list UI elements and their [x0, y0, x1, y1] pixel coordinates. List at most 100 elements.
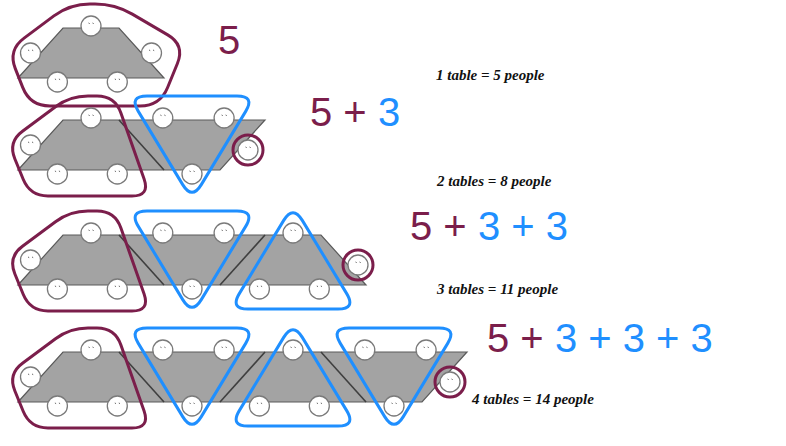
person-seat [21, 43, 41, 63]
person-eyes [222, 347, 227, 349]
person-eyes [28, 257, 33, 259]
person-eyes [55, 171, 60, 173]
person-eyes [28, 142, 33, 144]
equation-row: 5 +3 + 3 + 3 [487, 316, 713, 360]
equation-part: 3 [378, 90, 400, 134]
group-outline [13, 4, 180, 106]
person-seat [309, 279, 329, 299]
group-outline [135, 328, 249, 424]
person-seat [47, 279, 67, 299]
person-eyes [55, 79, 60, 81]
person-seat [283, 223, 303, 243]
person-seat [249, 396, 269, 416]
person-eyes [55, 403, 60, 405]
person-eyes [222, 115, 227, 117]
person-eyes [392, 403, 397, 405]
person-seat [142, 43, 162, 63]
person-seat [214, 340, 234, 360]
group-outline [435, 367, 465, 397]
person-eyes [89, 23, 94, 25]
person-eyes [89, 115, 94, 117]
equation-part: 5 + [410, 204, 467, 248]
equation-row: 5 +3 + 3 [410, 204, 568, 248]
person-eyes [160, 230, 165, 232]
group-outline [13, 211, 146, 311]
person-seat [153, 223, 173, 243]
person-eyes [160, 115, 165, 117]
person-seat [21, 135, 41, 155]
person-eyes [190, 286, 195, 288]
equation-row: 5 +3 [310, 90, 400, 134]
equation-part: 5 + [487, 316, 544, 360]
person-seat [348, 255, 368, 275]
group-outline [233, 135, 263, 165]
person-eyes [89, 230, 94, 232]
table-top [18, 352, 467, 402]
person-eyes [160, 347, 165, 349]
person-eyes [257, 403, 262, 405]
person-seat [182, 279, 202, 299]
group-outline [13, 328, 146, 428]
person-seat [47, 396, 67, 416]
group-outline [135, 96, 249, 192]
note-text: 3 tables = 11 people [437, 280, 558, 298]
person-eyes [190, 403, 195, 405]
person-seat [182, 164, 202, 184]
person-seat [21, 367, 41, 387]
person-seat [81, 16, 101, 36]
person-eyes [28, 374, 33, 376]
equation-row: 5 [218, 18, 240, 62]
person-seat [47, 72, 67, 92]
note-text: 4 tables = 14 people [472, 390, 594, 408]
group-outline [13, 96, 146, 196]
person-seat [107, 72, 127, 92]
note-text: 2 tables = 8 people [437, 172, 551, 190]
person-seat [81, 223, 101, 243]
group-outline [236, 330, 350, 426]
person-eyes [115, 286, 120, 288]
person-eyes [448, 379, 453, 381]
person-eyes [115, 171, 120, 173]
person-seat [47, 164, 67, 184]
person-seat [182, 396, 202, 416]
equation-part: 5 [218, 18, 240, 62]
person-seat [107, 396, 127, 416]
person-seat [21, 250, 41, 270]
person-eyes [291, 230, 296, 232]
group-outline [337, 328, 451, 424]
person-seat [416, 340, 436, 360]
person-seat [249, 279, 269, 299]
equation-part: 3 + 3 [478, 204, 568, 248]
person-eyes [190, 171, 195, 173]
person-eyes [317, 403, 322, 405]
person-seat [153, 340, 173, 360]
person-seat [283, 340, 303, 360]
group-outline [343, 250, 373, 280]
person-seat [384, 396, 404, 416]
person-seat [355, 340, 375, 360]
person-seat [153, 108, 173, 128]
person-eyes [362, 347, 367, 349]
person-eyes [257, 286, 262, 288]
person-seat [238, 140, 258, 160]
person-eyes [28, 50, 33, 52]
person-eyes [246, 147, 251, 149]
person-seat [214, 223, 234, 243]
person-eyes [222, 230, 227, 232]
person-eyes [424, 347, 429, 349]
person-seat [81, 340, 101, 360]
person-seat [440, 372, 460, 392]
person-eyes [317, 286, 322, 288]
equation-part: 3 + 3 + 3 [555, 316, 713, 360]
person-seat [107, 279, 127, 299]
person-seat [107, 164, 127, 184]
group-outline [236, 213, 350, 309]
person-eyes [115, 79, 120, 81]
person-eyes [356, 262, 361, 264]
person-eyes [291, 347, 296, 349]
person-eyes [149, 50, 154, 52]
person-eyes [55, 286, 60, 288]
equation-part: 5 + [310, 90, 367, 134]
